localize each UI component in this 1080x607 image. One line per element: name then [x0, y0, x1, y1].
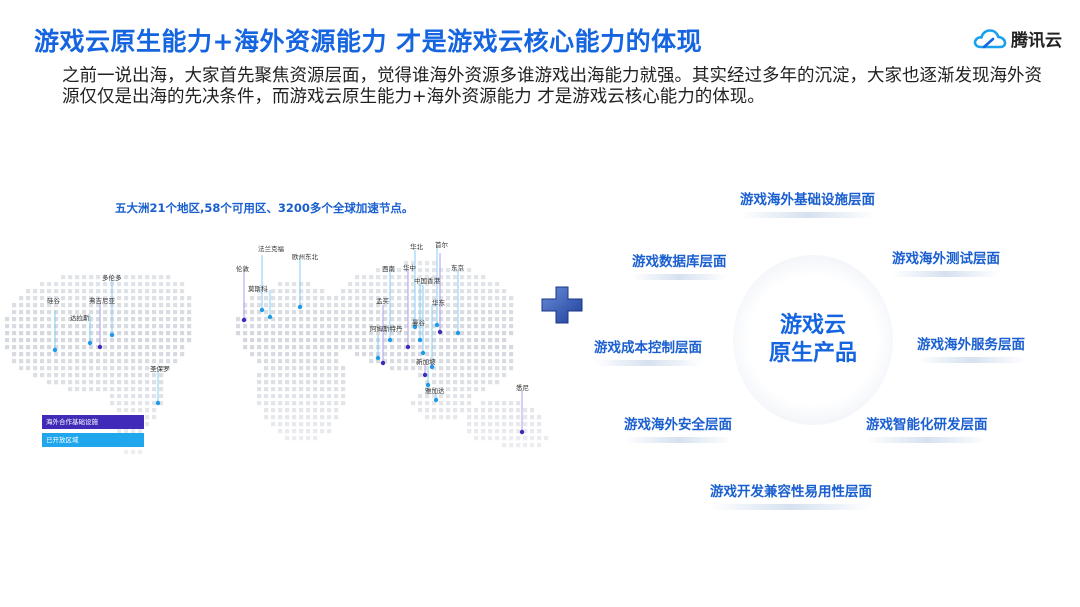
city-label: 孟买 — [376, 297, 389, 305]
city-label: 弗吉尼亚 — [89, 297, 115, 305]
logo-text: 腾讯云 — [1011, 31, 1062, 51]
layer-database: 游戏数据库层面 — [632, 250, 727, 280]
layer-test: 游戏海外测试层面 — [892, 247, 1000, 277]
center-title-line2: 原生产品 — [768, 341, 857, 366]
layer-label: 游戏海外安全层面 — [624, 417, 732, 433]
legend-open-regions: 已开放区域 — [42, 433, 144, 447]
city-label: 新加坡 — [416, 358, 436, 366]
layer-service: 游戏海外服务层面 — [917, 333, 1025, 363]
city-label: 首尔 — [435, 241, 448, 249]
map-caption: 五大洲21个地区,58个可用区、3200多个全球加速节点。 — [115, 201, 414, 215]
city-label: 华中 — [403, 264, 416, 272]
city-label: 硅谷 — [47, 297, 60, 305]
center-title-line1: 游戏云 — [779, 313, 846, 338]
intro-paragraph: 之前一说出海，大家首先聚焦资源层面，觉得谁海外资源多谁游戏出海能力就强。其实经过… — [62, 66, 1042, 107]
layer-infra: 游戏海外基础设施层面 — [740, 188, 875, 218]
layer-label: 游戏开发兼容性易用性层面 — [710, 484, 872, 500]
city-label: 伦敦 — [236, 265, 249, 273]
cloud-icon — [973, 28, 1007, 48]
layer-label: 游戏智能化研发层面 — [866, 417, 988, 433]
city-label: 华东 — [432, 299, 445, 307]
city-label: 中国香港 — [414, 277, 440, 285]
city-label: 法兰克福 — [258, 245, 284, 253]
city-label: 雅加达 — [425, 387, 445, 395]
city-label: 悉尼 — [516, 384, 529, 392]
world-map-dots — [5, 261, 549, 455]
city-label: 圣保罗 — [150, 365, 170, 373]
layer-label: 游戏成本控制层面 — [594, 340, 702, 356]
layer-ai: 游戏智能化研发层面 — [866, 413, 988, 443]
city-label: 莫斯科 — [248, 285, 268, 293]
city-label: 达拉斯 — [70, 314, 90, 322]
city-label: 阿姆斯特丹 — [370, 325, 403, 333]
layer-label: 游戏海外服务层面 — [917, 337, 1025, 353]
layer-compat: 游戏开发兼容性易用性层面 — [710, 480, 872, 510]
page-title: 游戏云原生能力+海外资源能力 才是游戏云核心能力的体现 — [34, 27, 703, 56]
legend-overseas-partner: 海外合作基础设施 — [42, 415, 144, 429]
tencent-cloud-logo: 腾讯云 — [973, 26, 1062, 51]
city-label: 多伦多 — [102, 274, 122, 282]
core-product-circle: 游戏云 原生产品 — [733, 255, 893, 425]
city-label: 华北 — [410, 243, 423, 251]
city-label: 欧州东北 — [292, 253, 318, 261]
map-pins — [52, 247, 525, 435]
layer-label: 游戏海外测试层面 — [892, 251, 1000, 267]
world-map: 法兰克福 伦敦 莫斯科 多伦多 硅谷 弗吉尼亚 达拉斯 圣保罗 华北 西南 华中… — [0, 235, 550, 470]
layer-label: 游戏海外基础设施层面 — [740, 192, 875, 208]
layer-cost: 游戏成本控制层面 — [594, 336, 702, 366]
layer-label: 游戏数据库层面 — [632, 254, 727, 270]
city-label: 西南 — [382, 265, 395, 273]
layer-security: 游戏海外安全层面 — [624, 413, 732, 443]
city-label: 曼谷 — [412, 319, 425, 327]
plus-icon — [541, 286, 583, 324]
city-label: 东京 — [451, 264, 464, 272]
